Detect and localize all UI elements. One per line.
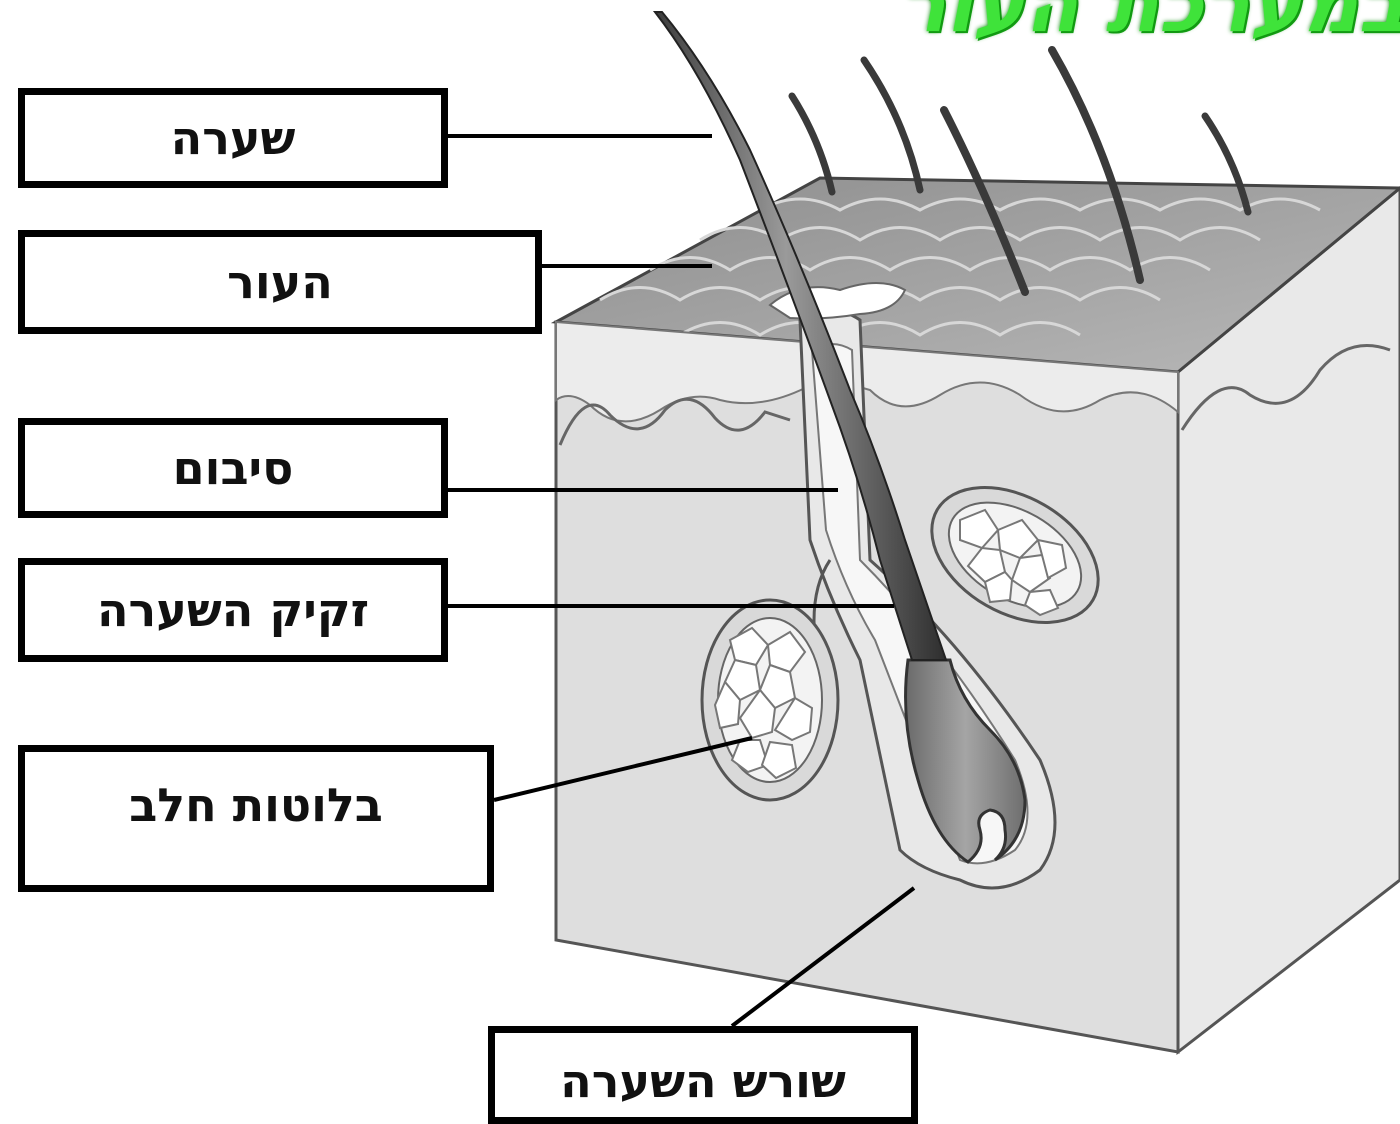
label-skin: העור: [18, 230, 542, 334]
title-fragment: במערכת העור: [899, 0, 1400, 50]
label-milk-glands-text: בלוטות חלב: [129, 782, 383, 828]
label-skin-text: העור: [227, 259, 333, 305]
label-hair-follicle-text: זקיק השערה: [97, 587, 369, 633]
label-hair-root: שורש השערה: [488, 1026, 918, 1124]
label-hair-root-text: שורש השערה: [560, 1058, 846, 1104]
label-hair: שערה: [18, 88, 448, 188]
label-hair-text: שערה: [171, 115, 296, 161]
label-sebum-text: סיבום: [173, 445, 294, 491]
label-hair-follicle: זקיק השערה: [18, 558, 448, 662]
label-milk-glands: בלוטות חלב: [18, 745, 494, 892]
label-sebum: סיבום: [18, 418, 448, 518]
